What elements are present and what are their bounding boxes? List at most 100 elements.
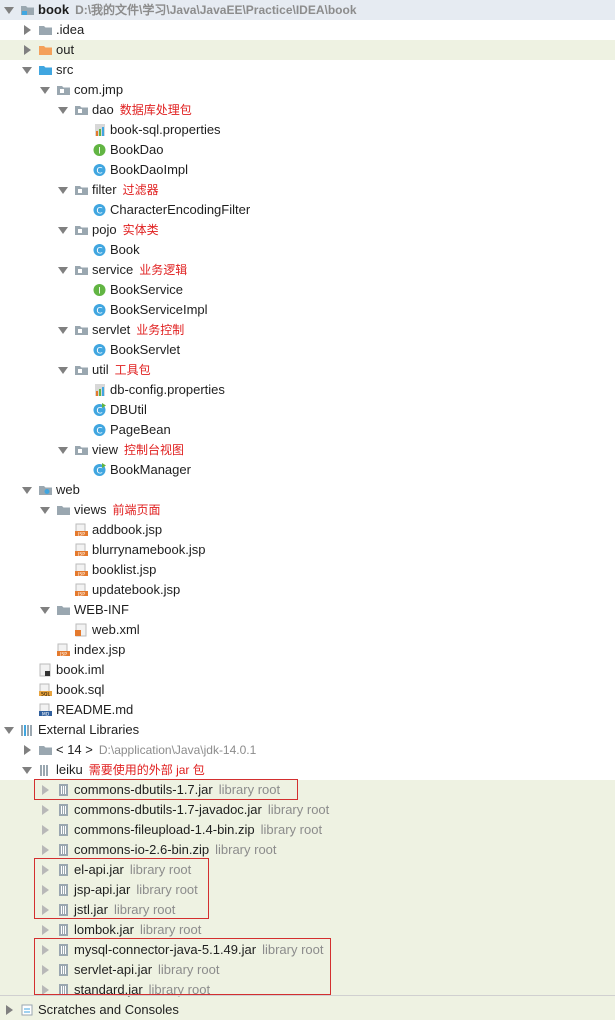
expand-arrow-icon[interactable] [24, 745, 31, 755]
collapse-arrow-icon[interactable] [58, 187, 68, 194]
item-name: servlet [92, 322, 131, 337]
tree-item-label: Book [110, 242, 140, 258]
collapse-arrow-icon[interactable] [22, 67, 32, 74]
jar-icon [56, 983, 71, 997]
collapse-arrow-icon[interactable] [58, 267, 68, 274]
expand-arrow-icon[interactable] [42, 785, 49, 795]
tree-row[interactable]: com.jmp [0, 80, 615, 100]
jdk-icon [38, 743, 53, 757]
separator [0, 995, 615, 996]
expand-arrow-icon[interactable] [6, 1005, 13, 1015]
tree-row[interactable]: web [0, 480, 615, 500]
item-name: commons-dbutils-1.7-javadoc.jar [74, 802, 262, 817]
expand-arrow-icon[interactable] [42, 945, 49, 955]
collapse-arrow-icon[interactable] [58, 447, 68, 454]
item-name: src [56, 62, 74, 77]
collapse-arrow-icon[interactable] [40, 607, 50, 614]
item-name: mysql-connector-java-5.1.49.jar [74, 942, 257, 957]
collapse-arrow-icon[interactable] [40, 87, 50, 94]
tree-row[interactable]: .idea [0, 20, 615, 40]
expand-arrow-icon[interactable] [42, 805, 49, 815]
collapse-arrow-icon[interactable] [58, 227, 68, 234]
collapse-arrow-icon[interactable] [22, 487, 32, 494]
collapse-arrow-icon[interactable] [4, 727, 14, 734]
expand-arrow-icon[interactable] [42, 825, 49, 835]
expand-arrow-icon[interactable] [42, 845, 49, 855]
tree-row[interactable]: web.xml [0, 620, 615, 640]
collapse-arrow-icon[interactable] [22, 767, 32, 774]
collapse-arrow-icon[interactable] [58, 367, 68, 374]
jar-icon [56, 883, 71, 897]
expand-arrow-icon[interactable] [42, 885, 49, 895]
jsp-icon: JSP [74, 563, 89, 578]
tree-row[interactable]: book-sql.properties [0, 120, 615, 140]
expand-arrow-icon[interactable] [24, 25, 31, 35]
tree-row[interactable]: src [0, 60, 615, 80]
class-icon: C [92, 343, 107, 357]
tree-row[interactable]: WEB-INF [0, 600, 615, 620]
tree-row[interactable]: < 14 >D:\application\Java\jdk-14.0.1 [0, 740, 615, 760]
properties-icon [92, 123, 107, 137]
tree-row[interactable]: C Book [0, 240, 615, 260]
collapse-arrow-icon[interactable] [40, 507, 50, 514]
tree-row[interactable]: book.iml [0, 660, 615, 680]
expand-arrow-icon[interactable] [42, 905, 49, 915]
tree-row[interactable]: External Libraries [0, 720, 615, 740]
item-name: CharacterEncodingFilter [110, 202, 251, 217]
collapse-arrow-icon[interactable] [58, 327, 68, 334]
expand-arrow-icon[interactable] [42, 965, 49, 975]
collapse-arrow-icon[interactable] [58, 107, 68, 114]
tree-row[interactable]: out [0, 40, 615, 60]
item-name: Book [110, 242, 140, 257]
expand-arrow-icon[interactable] [42, 865, 49, 875]
expand-arrow-icon[interactable] [42, 925, 49, 935]
expand-arrow-icon[interactable] [42, 985, 49, 995]
collapse-arrow-icon[interactable] [4, 7, 14, 14]
tree-row[interactable]: db-config.properties [0, 380, 615, 400]
expand-arrow-icon[interactable] [24, 45, 31, 55]
tree-item-label: BookServiceImpl [110, 302, 208, 318]
svg-text:C: C [96, 247, 102, 257]
tree-row[interactable]: Scratches and Consoles [0, 1000, 615, 1020]
